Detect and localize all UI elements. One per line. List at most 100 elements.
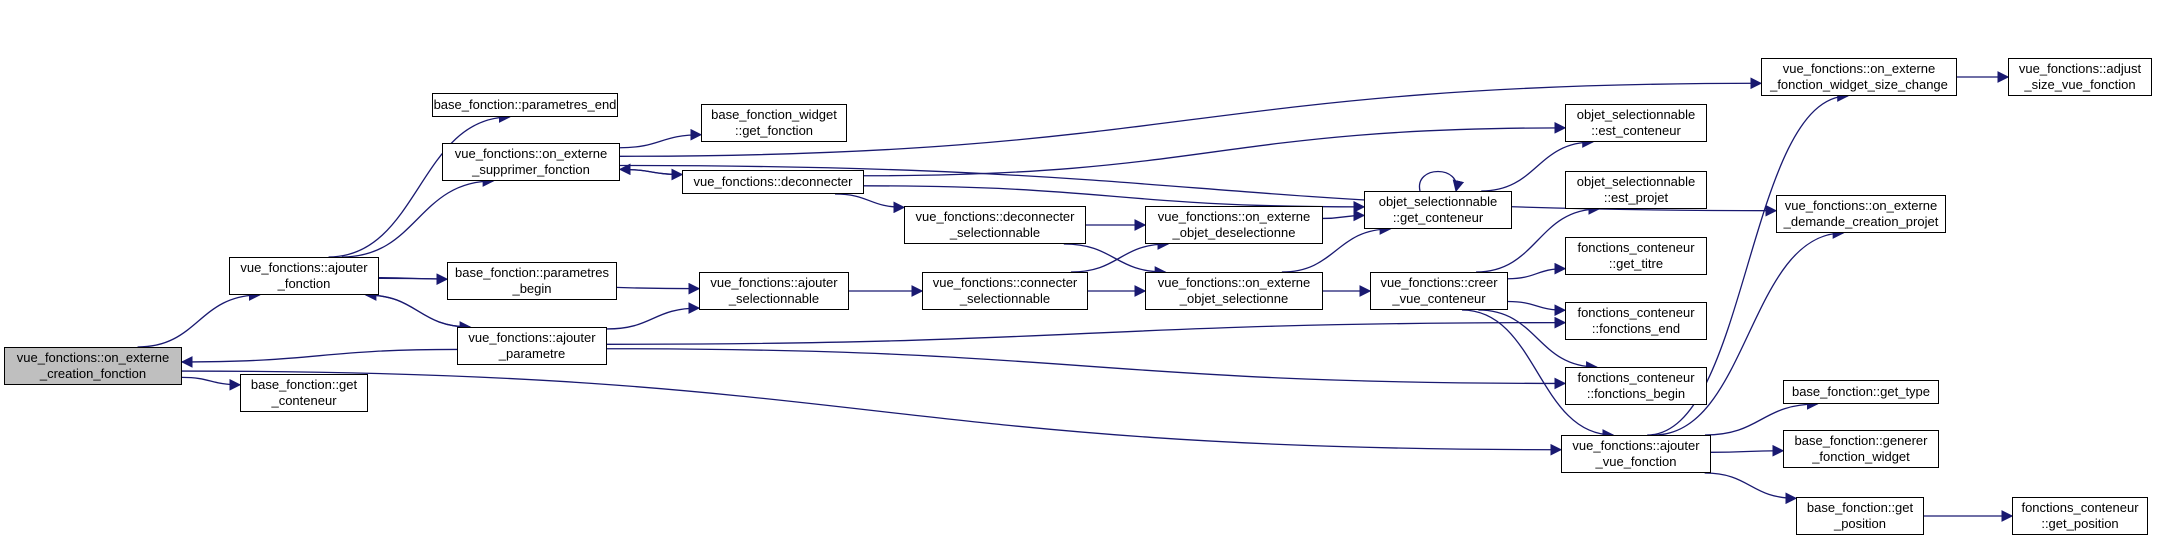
- node-vue-fonctions-connecter-selectionnable[interactable]: vue_fonctions::connecter _selectionnable: [922, 272, 1088, 310]
- node-base-fonction-get-conteneur[interactable]: base_fonction::get _conteneur: [240, 374, 368, 412]
- edge-n0-to-n1: [137, 289, 261, 348]
- edge-n0-to-n3: [181, 370, 1563, 456]
- node-label-line: _fonction_widget: [1812, 449, 1910, 464]
- node-vue-fonctions-on-externe-objet-selectionne[interactable]: vue_fonctions::on_externe _objet_selecti…: [1145, 272, 1323, 310]
- edge-n7-to-n0: [180, 348, 458, 368]
- node-vue-fonctions-on-externe-objet-deselectionne[interactable]: vue_fonctions::on_externe _objet_deselec…: [1145, 206, 1323, 244]
- node-objet-selectionnable-est-conteneur[interactable]: objet_selectionnable ::est_conteneur: [1565, 104, 1707, 142]
- node-base-fonction-parametres-begin[interactable]: base_fonction::parametres _begin: [447, 262, 617, 300]
- node-label-line: fonctions_conteneur: [1577, 240, 1695, 255]
- edge-n5-to-n8: [619, 128, 703, 149]
- edge-n11-to-n14: [1063, 243, 1167, 278]
- node-label-line: _fonction: [277, 276, 331, 291]
- node-base-fonction-get-type[interactable]: base_fonction::get_type: [1783, 380, 1939, 404]
- node-vue-fonctions-ajouter-vue-fonction[interactable]: vue_fonctions::ajouter _vue_fonction: [1561, 435, 1711, 473]
- node-fonctions-conteneur-get-position[interactable]: fonctions_conteneur ::get_position: [2012, 497, 2148, 535]
- node-base-fonction-generer-fonction-widget[interactable]: base_fonction::generer _fonction_widget: [1783, 430, 1939, 468]
- node-label-line: objet_selectionnable: [1378, 194, 1498, 209]
- node-label-line: vue_fonctions::ajouter: [240, 260, 368, 275]
- node-objet-selectionnable-est-projet[interactable]: objet_selectionnable ::est_projet: [1565, 171, 1707, 209]
- node-label-line: base_fonction::get: [250, 377, 358, 392]
- edge-n7-to-n10: [606, 302, 701, 330]
- node-vue-fonctions-on-externe-creation-fonction[interactable]: vue_fonctions::on_externe _creation_fonc…: [4, 347, 182, 385]
- node-label-line: base_fonction::get: [1806, 500, 1914, 515]
- node-label-line: _fonction_widget_size_change: [1770, 77, 1948, 92]
- node-label-line: ::fonctions_begin: [1586, 386, 1686, 401]
- node-base-fonction-widget-get-fonction[interactable]: base_fonction_widget ::get_fonction: [701, 104, 847, 142]
- node-vue-fonctions-deconnecter[interactable]: vue_fonctions::deconnecter: [682, 170, 864, 194]
- edge-n1-to-n5: [341, 175, 495, 258]
- node-label-line: base_fonction::parametres_end: [433, 97, 617, 112]
- node-label-line: _conteneur: [271, 393, 337, 408]
- edge-n5-to-n23: [619, 164, 1778, 217]
- node-fonctions-conteneur-fonctions-end[interactable]: fonctions_conteneur ::fonctions_end: [1565, 302, 1707, 340]
- node-vue-fonctions-on-externe-demande-creation-projet[interactable]: vue_fonctions::on_externe _demande_creat…: [1776, 195, 1946, 233]
- node-label-line: _demande_creation_projet: [1783, 214, 1939, 229]
- node-label-line: vue_fonctions::on_externe: [16, 350, 170, 365]
- node-label-line: _size_vue_fonction: [2024, 77, 2136, 92]
- node-label-line: _supprimer_fonction: [472, 162, 590, 177]
- node-label-line: vue_fonctions::ajouter: [1572, 438, 1700, 453]
- node-label-line: vue_fonctions::on_externe: [1157, 275, 1311, 290]
- node-fonctions-conteneur-get-titre[interactable]: fonctions_conteneur ::get_titre: [1565, 237, 1707, 275]
- edge-n3-to-n26: [1704, 472, 1798, 505]
- node-label-line: _position: [1833, 516, 1887, 531]
- node-vue-fonctions-adjust-size-vue-fonction[interactable]: vue_fonctions::adjust _size_vue_fonction: [2008, 58, 2152, 96]
- edge-n15-to-n17: [1481, 136, 1594, 192]
- edge-n3-to-n22: [1647, 90, 1849, 436]
- node-label-line: _parametre: [498, 346, 566, 361]
- node-label-line: vue_fonctions::on_externe: [1782, 61, 1936, 76]
- node-vue-fonctions-ajouter-fonction[interactable]: vue_fonctions::ajouter _fonction: [229, 257, 379, 295]
- node-label-line: _objet_selectionne: [1179, 291, 1289, 306]
- node-label-line: vue_fonctions::on_externe: [1157, 209, 1311, 224]
- node-base-fonction-parametres-end[interactable]: base_fonction::parametres_end: [432, 93, 618, 117]
- node-label-line: vue_fonctions::deconnecter: [915, 209, 1075, 224]
- edge-n16-to-n20: [1507, 300, 1567, 317]
- node-label-line: vue_fonctions::creer: [1380, 275, 1498, 290]
- node-label-line: base_fonction::generer: [1794, 433, 1928, 448]
- edge-n9-to-n11: [834, 193, 906, 214]
- node-label-line: vue_fonctions::deconnecter: [693, 174, 853, 189]
- edge-n7-to-n1: [364, 289, 471, 328]
- edge-n16-to-n19: [1507, 262, 1567, 280]
- node-label-line: ::fonctions_end: [1591, 321, 1681, 336]
- node-label-line: _vue_conteneur: [1392, 291, 1486, 306]
- node-label-line: base_fonction::parametres: [455, 265, 609, 280]
- node-fonctions-conteneur-fonctions-begin[interactable]: fonctions_conteneur ::fonctions_begin: [1565, 367, 1707, 405]
- edge-n3-to-n23: [1653, 227, 1845, 436]
- node-vue-fonctions-deconnecter-selectionnable[interactable]: vue_fonctions::deconnecter _selectionnab…: [904, 206, 1086, 244]
- node-label-line: vue_fonctions::connecter: [932, 275, 1078, 290]
- node-label-line: vue_fonctions::on_externe: [1784, 198, 1938, 213]
- node-label-line: _begin: [512, 281, 552, 296]
- node-label-line: vue_fonctions::on_externe: [454, 146, 608, 161]
- edge-n9-to-n17: [863, 122, 1567, 177]
- node-vue-fonctions-creer-vue-conteneur[interactable]: vue_fonctions::creer _vue_conteneur: [1370, 272, 1508, 310]
- node-label-line: ::est_projet: [1603, 190, 1669, 205]
- edge-n5-to-n22: [619, 77, 1763, 157]
- node-label-line: ::get_conteneur: [1392, 210, 1484, 225]
- node-base-fonction-get-position[interactable]: base_fonction::get _position: [1796, 497, 1924, 535]
- node-label-line: fonctions_conteneur: [2021, 500, 2139, 515]
- node-vue-fonctions-on-externe-fonction-widget-size-change[interactable]: vue_fonctions::on_externe _fonction_widg…: [1761, 58, 1957, 96]
- node-label-line: ::get_fonction: [734, 123, 814, 138]
- node-vue-fonctions-ajouter-selectionnable[interactable]: vue_fonctions::ajouter _selectionnable: [699, 272, 849, 310]
- node-label-line: ::get_titre: [1608, 256, 1664, 271]
- node-label-line: fonctions_conteneur: [1577, 370, 1695, 385]
- edge-n9-to-n5: [618, 163, 683, 176]
- node-label-line: base_fonction::get_type: [1791, 384, 1931, 399]
- edge-n12-to-n13: [1070, 238, 1170, 273]
- node-objet-selectionnable-get-conteneur[interactable]: objet_selectionnable ::get_conteneur: [1364, 191, 1512, 229]
- node-vue-fonctions-ajouter-parametre[interactable]: vue_fonctions::ajouter _parametre: [457, 327, 607, 365]
- node-label-line: vue_fonctions::adjust: [2018, 61, 2142, 76]
- node-label-line: _selectionnable: [959, 291, 1051, 306]
- edge-n13-to-n15: [1322, 209, 1366, 222]
- node-vue-fonctions-on-externe-supprimer-fonction[interactable]: vue_fonctions::on_externe _supprimer_fon…: [442, 143, 620, 181]
- edge-n3-to-n25: [1710, 444, 1785, 457]
- node-label-line: _selectionnable: [728, 291, 820, 306]
- node-label-line: _vue_fonction: [1595, 454, 1677, 469]
- edge-n1-to-n4: [328, 111, 511, 258]
- edge-n16-to-n3: [1461, 309, 1615, 441]
- node-label-line: ::est_conteneur: [1591, 123, 1681, 138]
- edge-n9-to-n15: [863, 185, 1366, 213]
